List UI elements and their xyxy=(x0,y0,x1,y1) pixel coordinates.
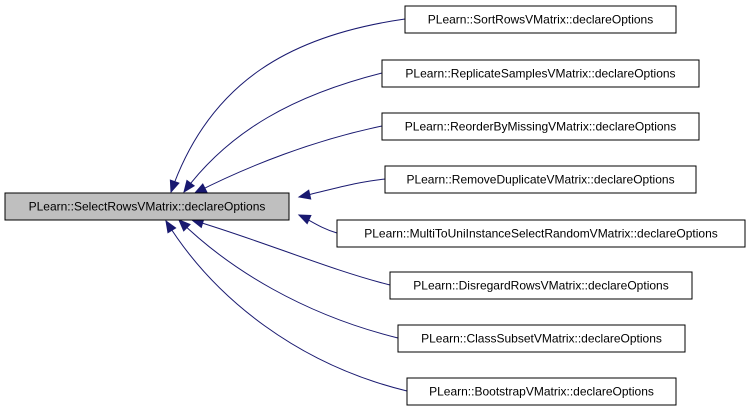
edge-line xyxy=(178,219,399,339)
edge-arrowhead xyxy=(165,219,177,234)
child-node-box xyxy=(397,324,686,353)
edge-arrowhead xyxy=(297,214,312,225)
edge-arrowhead xyxy=(297,189,312,200)
child-node-label: PLearn::DisregardRowsVMatrix::declareOpt… xyxy=(413,279,668,293)
child-node-label: PLearn::BootstrapVMatrix::declareOptions xyxy=(429,385,654,399)
child-node-1[interactable]: PLearn::ReplicateSamplesVMatrix::declare… xyxy=(381,59,700,88)
child-node-4[interactable]: PLearn::MultiToUniInstanceSelectRandomVM… xyxy=(336,219,746,248)
edge-4 xyxy=(297,214,338,234)
child-node-label: PLearn::ClassSubsetVMatrix::declareOptio… xyxy=(421,332,662,346)
edge-2 xyxy=(193,125,383,194)
edges xyxy=(165,18,408,392)
edge-line xyxy=(298,178,386,198)
child-node-label: PLearn::MultiToUniInstanceSelectRandomVM… xyxy=(364,227,718,241)
child-node-box xyxy=(381,59,700,88)
child-node-box xyxy=(404,5,677,34)
child-node-5[interactable]: PLearn::DisregardRowsVMatrix::declareOpt… xyxy=(389,271,693,300)
nodes: PLearn::SelectRowsVMatrix::declareOption… xyxy=(4,5,746,406)
child-node-0[interactable]: PLearn::SortRowsVMatrix::declareOptions xyxy=(404,5,677,34)
child-node-7[interactable]: PLearn::BootstrapVMatrix::declareOptions xyxy=(406,377,677,406)
edge-7 xyxy=(165,219,408,392)
edge-6 xyxy=(178,219,399,339)
child-node-box xyxy=(384,165,697,194)
edge-arrowhead xyxy=(169,179,180,194)
child-node-label: PLearn::SortRowsVMatrix::declareOptions xyxy=(428,13,653,27)
edge-0 xyxy=(169,18,406,194)
child-node-3[interactable]: PLearn::RemoveDuplicateVMatrix::declareO… xyxy=(384,165,697,194)
edge-arrowhead xyxy=(178,219,191,232)
child-node-label: PLearn::ReorderByMissingVMatrix::declare… xyxy=(405,120,676,134)
child-node-label: PLearn::RemoveDuplicateVMatrix::declareO… xyxy=(406,173,674,187)
edge-line xyxy=(165,220,408,392)
root-node-label: PLearn::SelectRowsVMatrix::declareOption… xyxy=(29,200,266,214)
child-node-box xyxy=(381,112,700,141)
edge-line xyxy=(183,72,383,193)
child-node-label: PLearn::ReplicateSamplesVMatrix::declare… xyxy=(405,67,675,81)
child-node-box xyxy=(406,377,677,406)
edge-line xyxy=(191,219,391,286)
child-node-6[interactable]: PLearn::ClassSubsetVMatrix::declareOptio… xyxy=(397,324,686,353)
child-node-box xyxy=(389,271,693,300)
edge-1 xyxy=(183,72,383,194)
child-node-2[interactable]: PLearn::ReorderByMissingVMatrix::declare… xyxy=(381,112,700,141)
root-node[interactable]: PLearn::SelectRowsVMatrix::declareOption… xyxy=(4,192,290,221)
root-node-box xyxy=(4,192,290,221)
edge-arrowhead xyxy=(193,183,208,194)
edge-3 xyxy=(297,178,386,200)
edge-line xyxy=(194,125,383,194)
child-node-box xyxy=(336,219,746,248)
edge-arrowhead xyxy=(183,179,196,194)
edge-line xyxy=(170,18,406,193)
